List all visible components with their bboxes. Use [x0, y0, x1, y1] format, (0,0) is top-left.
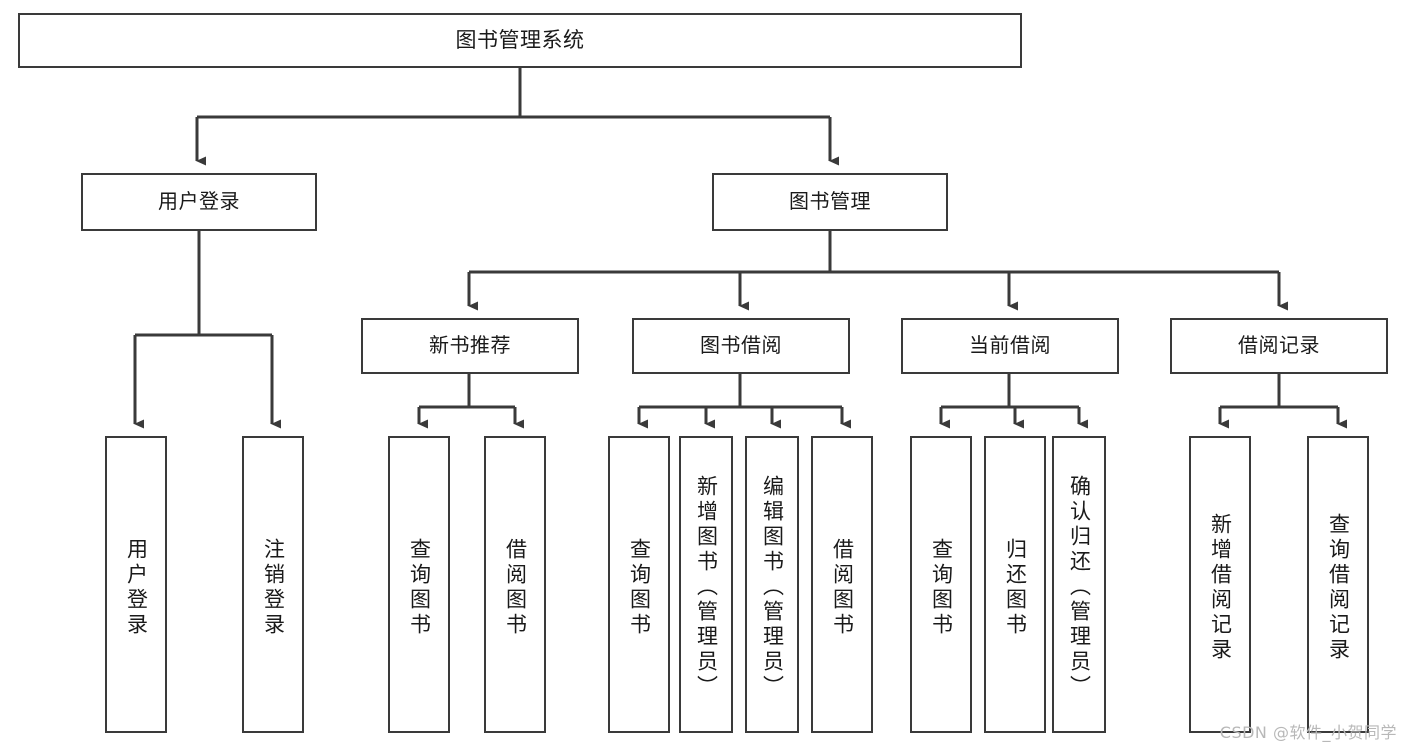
- leaf-add-book-admin-label: 新增图书（管理员）: [694, 475, 719, 700]
- leaf-user-login-label: 用户登录: [124, 537, 149, 638]
- leaf-borrow-book-borrow-label: 借阅图书: [830, 537, 855, 638]
- leaf-query-book-recommend-label: 查询图书: [407, 537, 432, 638]
- leaf-query-book-recommend[interactable]: 查询图书: [388, 436, 450, 733]
- leaf-user-login[interactable]: 用户登录: [105, 436, 167, 733]
- node-new-book-recommend[interactable]: 新书推荐: [361, 318, 579, 374]
- leaf-logout-label: 注销登录: [261, 537, 286, 638]
- csdn-watermark: CSDN @软件_小贺同学: [1219, 723, 1397, 742]
- node-current-borrow[interactable]: 当前借阅: [901, 318, 1119, 374]
- leaf-logout[interactable]: 注销登录: [242, 436, 304, 733]
- leaf-return-book[interactable]: 归还图书: [984, 436, 1046, 733]
- leaf-confirm-return-admin[interactable]: 确认归还（管理员）: [1052, 436, 1106, 733]
- node-book-borrow[interactable]: 图书借阅: [632, 318, 850, 374]
- node-user-login[interactable]: 用户登录: [81, 173, 317, 231]
- leaf-return-book-label: 归还图书: [1003, 537, 1028, 638]
- node-book-manage[interactable]: 图书管理: [712, 173, 948, 231]
- node-book-borrow-label: 图书借阅: [700, 333, 782, 358]
- leaf-confirm-return-admin-label: 确认归还（管理员）: [1067, 475, 1092, 700]
- leaf-query-book-current-label: 查询图书: [929, 537, 954, 638]
- leaf-add-book-admin[interactable]: 新增图书（管理员）: [679, 436, 733, 733]
- leaf-query-borrow-record-label: 查询借阅记录: [1326, 512, 1351, 663]
- leaf-borrow-book-recommend[interactable]: 借阅图书: [484, 436, 546, 733]
- leaf-query-book-borrow[interactable]: 查询图书: [608, 436, 670, 733]
- node-borrow-record[interactable]: 借阅记录: [1170, 318, 1388, 374]
- leaf-query-borrow-record[interactable]: 查询借阅记录: [1307, 436, 1369, 733]
- node-current-borrow-label: 当前借阅: [969, 333, 1051, 358]
- leaf-edit-book-admin-label: 编辑图书（管理员）: [760, 475, 785, 700]
- leaf-add-borrow-record-label: 新增借阅记录: [1208, 512, 1233, 663]
- node-user-login-label: 用户登录: [158, 189, 240, 214]
- node-new-book-recommend-label: 新书推荐: [429, 333, 511, 358]
- leaf-borrow-book-recommend-label: 借阅图书: [503, 537, 528, 638]
- leaf-edit-book-admin[interactable]: 编辑图书（管理员）: [745, 436, 799, 733]
- leaf-add-borrow-record[interactable]: 新增借阅记录: [1189, 436, 1251, 733]
- leaf-borrow-book-borrow[interactable]: 借阅图书: [811, 436, 873, 733]
- node-book-manage-label: 图书管理: [789, 189, 871, 214]
- node-root[interactable]: 图书管理系统: [18, 13, 1022, 68]
- leaf-query-book-current[interactable]: 查询图书: [910, 436, 972, 733]
- node-root-label: 图书管理系统: [455, 28, 585, 53]
- node-borrow-record-label: 借阅记录: [1238, 333, 1320, 358]
- leaf-query-book-borrow-label: 查询图书: [627, 537, 652, 638]
